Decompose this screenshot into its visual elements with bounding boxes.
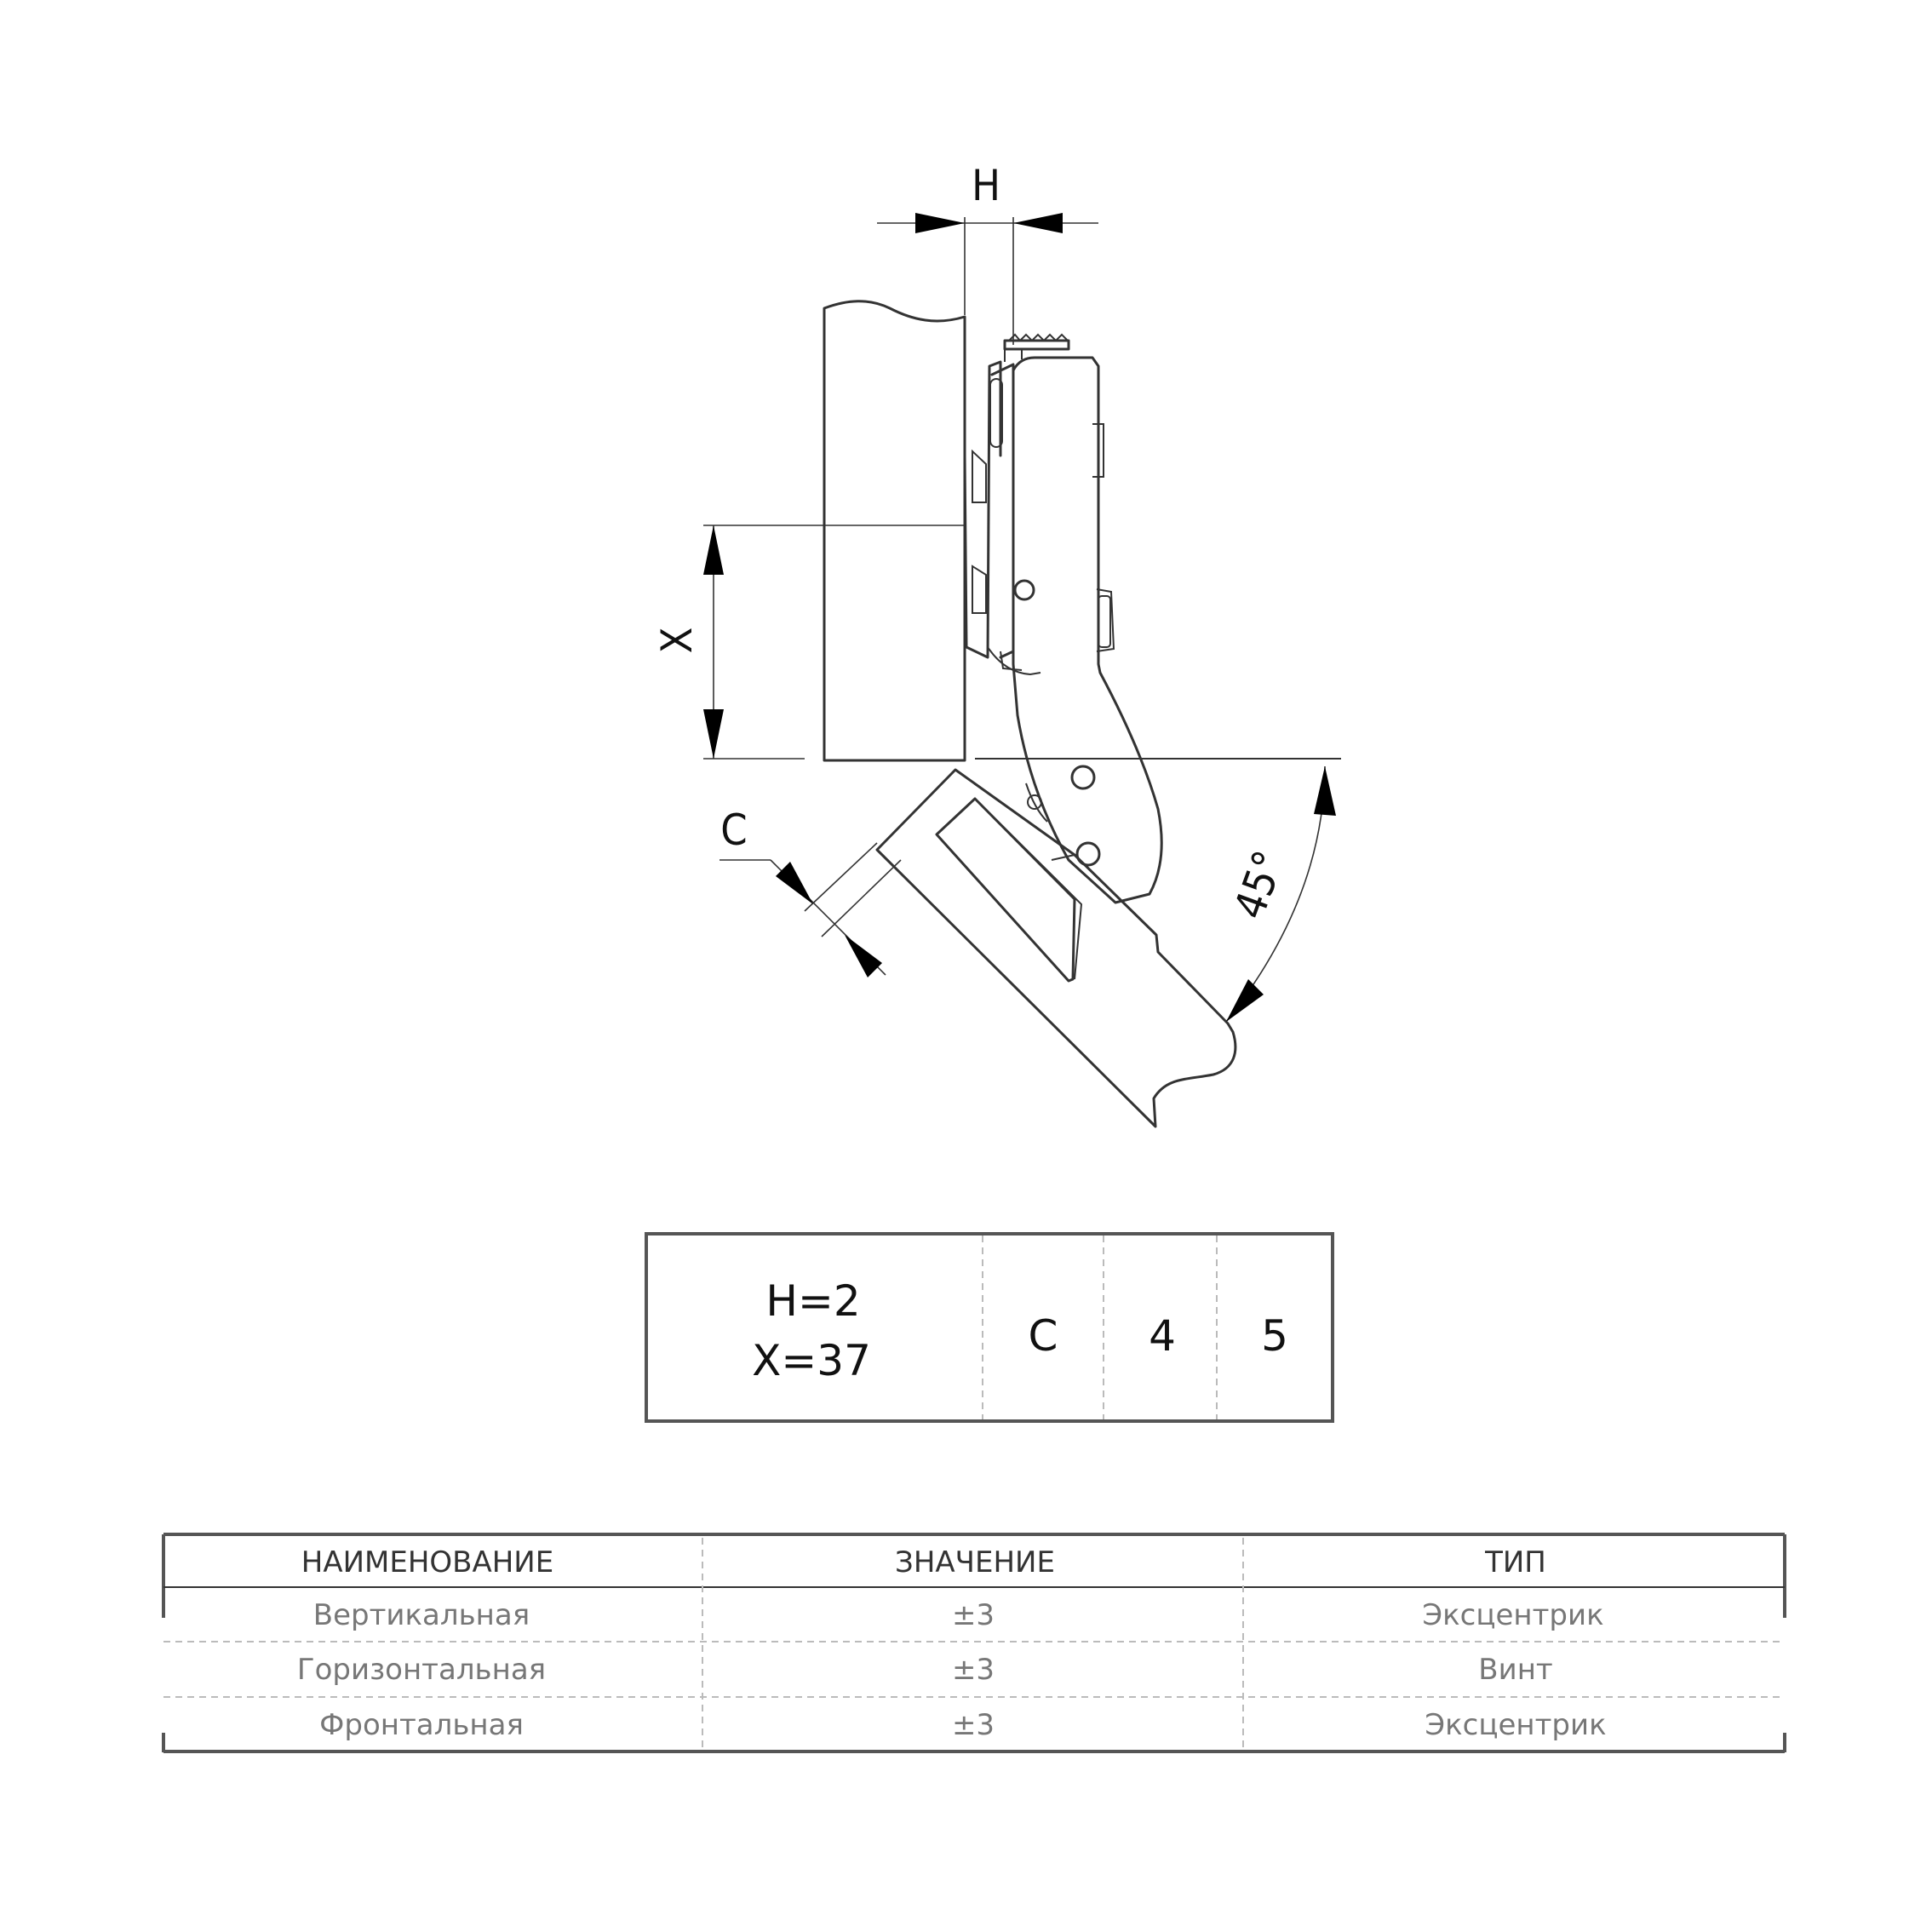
param-x-value: X=37 <box>752 1336 871 1385</box>
dimension-h: H <box>877 161 1098 345</box>
spec-row-2-type: Винт <box>1478 1653 1552 1687</box>
dimension-c-label: C <box>720 805 747 855</box>
spec-row-1-name: Вертикальная <box>313 1598 530 1632</box>
param-c-min: 4 <box>1149 1311 1176 1361</box>
dimension-angle-label: 45° <box>1224 845 1294 926</box>
spec-row-1-type: Эксцентрик <box>1422 1598 1603 1632</box>
spec-row-1-value: ±3 <box>952 1598 995 1632</box>
dimension-h-label: H <box>972 161 1000 210</box>
spec-row-2-value: ±3 <box>952 1653 995 1687</box>
param-h-value: H=2 <box>765 1276 860 1326</box>
cabinet-side-panel <box>823 300 966 762</box>
params-table: H=2 X=37 C 4 5 <box>645 1232 1334 1423</box>
spec-row-3-type: Эксцентрик <box>1425 1708 1606 1742</box>
spec-row-2-name: Горизонтальная <box>297 1653 546 1687</box>
param-c-max: 5 <box>1261 1311 1288 1361</box>
dimension-angle: 45° <box>1224 765 1336 1023</box>
spec-header-value: ЗНАЧЕНИЕ <box>895 1545 1055 1579</box>
spec-header-type: ТИП <box>1484 1545 1546 1579</box>
dimension-x-label: X <box>652 628 702 654</box>
param-c-label: C <box>1029 1311 1058 1361</box>
cabinet-door <box>875 768 1237 1128</box>
spec-table: НАИМЕНОВАНИЕ ЗНАЧЕНИЕ ТИП Вертикальная ±… <box>162 1533 1786 1753</box>
spec-header-name: НАИМЕНОВАНИЕ <box>301 1545 553 1579</box>
spec-row-3-name: Фронтальная <box>319 1708 524 1742</box>
dimension-x: X <box>652 525 965 760</box>
dimension-c: C <box>719 805 902 977</box>
hinge-body <box>963 333 1163 904</box>
spec-row-3-value: ±3 <box>952 1708 995 1742</box>
